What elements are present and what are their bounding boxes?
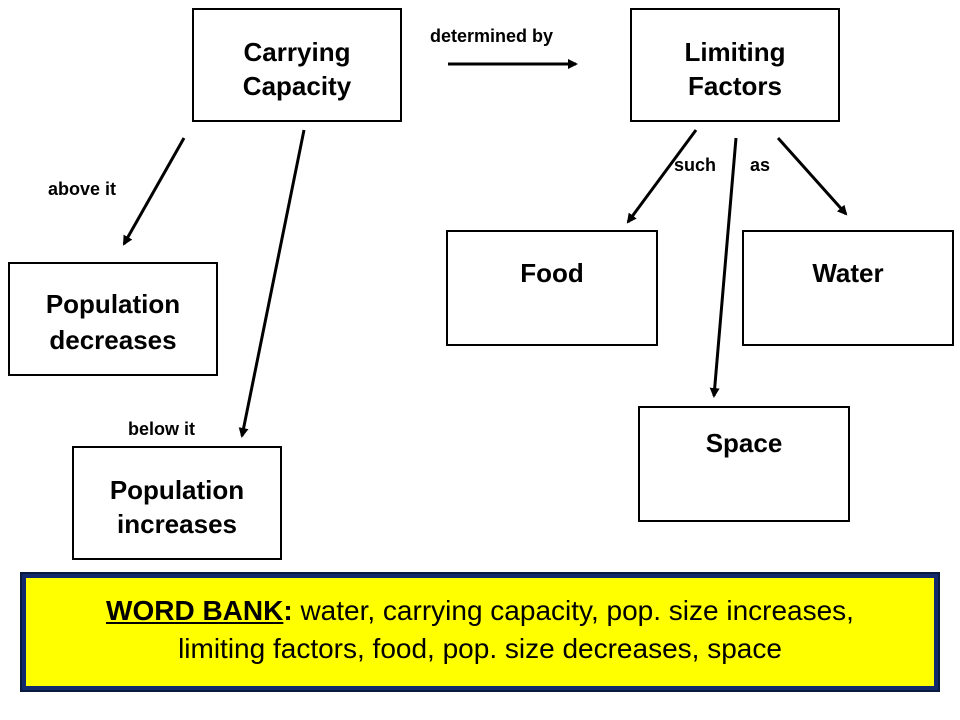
word-bank-panel: WORD BANK: water, carrying capacity, pop… [20,572,940,692]
arrow-below-it [238,129,306,438]
population-increases-box: Population increases [72,446,282,560]
below-it-label: below it [128,419,195,439]
space-box: Space [638,406,850,522]
population-decreases-box: Population decreases [8,262,218,376]
such-label: such [674,155,717,175]
population-increases-label-line1: Population [109,475,245,505]
population-increases-label-line2: increases [117,509,237,539]
determined-by-label: determined by [430,26,554,46]
above-it-label: above it [48,179,117,199]
water-box: Water [742,230,954,346]
word-bank-terms-line2: limiting factors, food, pop. size decrea… [178,633,782,664]
water-label: Water [812,258,884,288]
carrying-capacity-box: Carrying Capacity [192,8,402,122]
food-label: Food [520,258,584,288]
limiting-factors-box: Limiting Factors [630,8,840,122]
arrow-to-space [709,137,738,398]
population-decreases-label-line1: Population [45,289,181,319]
word-bank-terms-line1: water, carrying capacity, pop. size incr… [292,595,854,626]
word-bank-title: WORD BANK [106,595,284,626]
food-box: Food [446,230,658,346]
arrow-to-water [776,136,848,216]
word-bank-line1: WORD BANK: water, carrying capacity, pop… [22,592,938,630]
space-label: Space [705,428,783,458]
word-bank-colon: : [283,595,293,626]
population-decreases-label-line2: decreases [49,325,177,355]
limiting-factors-label-line1: Limiting [684,37,786,67]
as-label: as [750,155,771,175]
arrow-above-it [122,137,186,246]
limiting-factors-label-line2: Factors [688,71,782,101]
carrying-capacity-label-line2: Capacity [242,71,352,101]
carrying-capacity-label-line1: Carrying [243,37,351,67]
arrow-to-food [626,129,698,224]
